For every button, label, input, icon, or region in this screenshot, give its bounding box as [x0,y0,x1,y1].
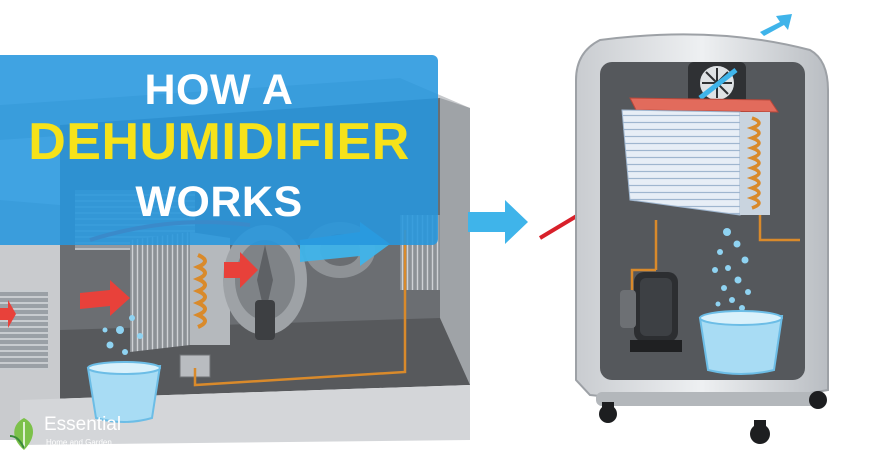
water-bucket-right [698,310,784,375]
leaf-logo-icon [9,418,33,450]
logo-tagline: Home and Garden [46,438,112,447]
transition-arrow [468,200,528,244]
compressor-icon [620,272,682,352]
exhaust-arrow [760,14,792,36]
dehumidifier-unit [575,14,829,444]
title-line-1: HOW A [144,66,294,114]
warm-air-arrow [80,280,130,316]
condenser-coil [621,109,770,216]
intake-grille [0,290,48,370]
title-line-2: DEHUMIDIFIER [28,113,410,171]
refrigerant-pipe [193,230,407,387]
title-line-3: WORKS [135,178,303,226]
caster-wheels [599,391,827,444]
water-drops [102,315,143,355]
water-bucket-icon [86,361,162,423]
brand-logo: Essential Home and Garden [6,412,146,458]
evaporator-coil [130,232,230,352]
logo-name: Essential [44,414,122,435]
title-banner [0,55,438,245]
water-drops-right [712,228,751,311]
warm-air-arrow-2 [224,252,258,288]
